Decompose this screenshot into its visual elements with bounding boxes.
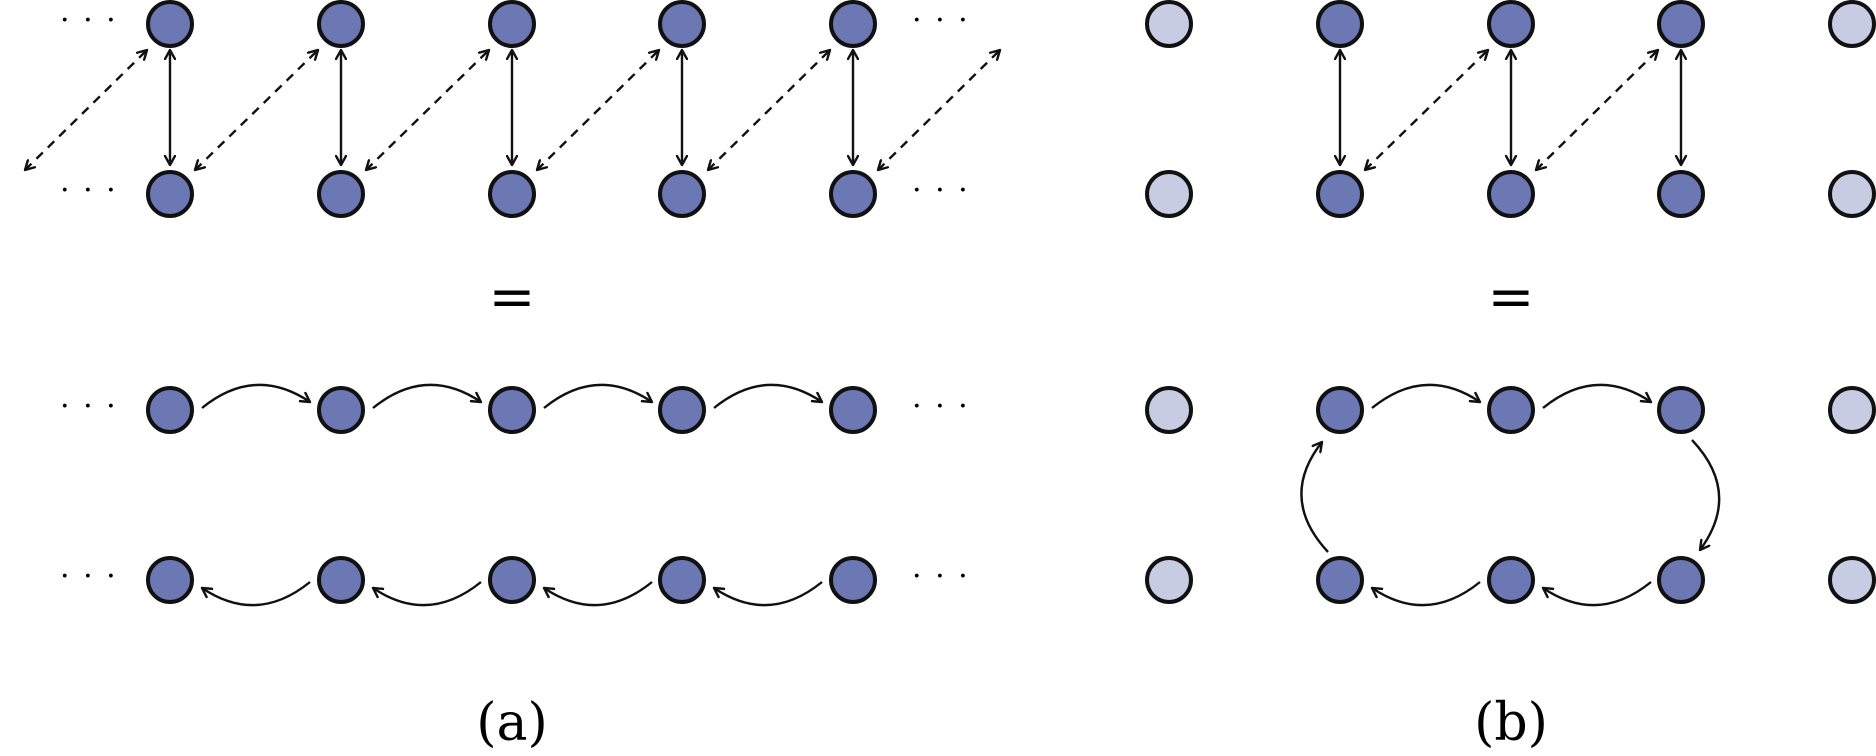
inactive-site-node	[1828, 386, 1876, 434]
ellipsis-a-top-right: · · ·	[912, 3, 970, 38]
inactive-site-node	[1145, 386, 1193, 434]
equals-sign-b: =	[1488, 265, 1535, 330]
loop-arrows-b	[1300, 383, 1721, 607]
curved-arrow-down	[1691, 439, 1721, 550]
nodes-a	[146, 0, 877, 604]
inactive-site-node	[1145, 170, 1193, 218]
site-node	[1487, 386, 1535, 434]
curved-arrow-right	[713, 383, 822, 409]
inactive-site-node	[1145, 0, 1193, 48]
curved-arrow-left	[373, 581, 482, 607]
diagonal-couplings-b	[1365, 50, 1658, 170]
ellipsis-a-chain2-right: · · ·	[912, 559, 970, 594]
curved-arrow-left	[202, 581, 311, 607]
site-node	[658, 170, 706, 218]
dashed-diagonal-arrow	[1365, 50, 1488, 170]
curved-arrow-right	[543, 383, 652, 409]
ellipsis-a-top-left: · · ·	[60, 3, 118, 38]
diagonal-couplings-a	[25, 50, 1000, 170]
inactive-site-node	[1828, 556, 1876, 604]
site-node	[317, 386, 365, 434]
site-node	[317, 170, 365, 218]
site-node	[146, 170, 194, 218]
vertical-couplings-a	[170, 50, 853, 165]
site-node	[658, 0, 706, 48]
site-node	[829, 556, 877, 604]
site-node	[1657, 0, 1705, 48]
site-node	[488, 170, 536, 218]
site-node	[1316, 170, 1364, 218]
site-node	[829, 386, 877, 434]
site-node	[1657, 170, 1705, 218]
panel-a: · · · · · · · · · · · · · · · · · · · · …	[25, 0, 1000, 753]
site-node	[146, 386, 194, 434]
site-node	[1316, 0, 1364, 48]
dashed-diagonal-arrow	[537, 50, 659, 170]
dashed-diagonal-arrow	[878, 50, 1000, 170]
curved-arrow-left	[1372, 581, 1481, 607]
dashed-diagonal-arrow	[708, 50, 830, 170]
panel-b: =	[1145, 0, 1876, 753]
site-node	[317, 556, 365, 604]
caption-a: (a)	[476, 693, 548, 753]
site-node	[317, 0, 365, 48]
site-node	[488, 556, 536, 604]
equals-sign-a: =	[489, 265, 536, 330]
site-node	[488, 0, 536, 48]
curved-arrow-right	[201, 383, 310, 409]
chain-bottom-arrows-a	[202, 581, 823, 607]
ellipsis-a-bottom-right: · · ·	[912, 173, 970, 208]
site-node	[1316, 556, 1364, 604]
curved-arrow-right	[1371, 383, 1480, 409]
inactive-site-node	[1145, 556, 1193, 604]
curved-arrow-right	[1542, 383, 1651, 409]
site-node	[1316, 386, 1364, 434]
site-node	[829, 170, 877, 218]
site-node	[1487, 556, 1535, 604]
ellipsis-a-chain1-left: · · ·	[60, 389, 118, 424]
site-node	[1487, 170, 1535, 218]
site-node	[1487, 0, 1535, 48]
vertical-couplings-b	[1340, 50, 1681, 165]
site-node	[488, 386, 536, 434]
ellipsis-a-chain1-right: · · ·	[912, 389, 970, 424]
chain-top-arrows-a	[201, 383, 822, 409]
site-node	[658, 386, 706, 434]
curved-arrow-left	[544, 581, 653, 607]
site-node	[146, 0, 194, 48]
curved-arrow-right	[372, 383, 481, 409]
inactive-site-node	[1828, 170, 1876, 218]
curved-arrow-up	[1300, 442, 1329, 553]
ellipsis-a-bottom-left: · · ·	[60, 173, 118, 208]
dashed-diagonal-arrow	[1536, 50, 1658, 170]
site-node	[1657, 556, 1705, 604]
site-node	[1657, 386, 1705, 434]
dashed-diagonal-arrow	[25, 50, 147, 170]
site-node	[658, 556, 706, 604]
curved-arrow-left	[1543, 581, 1652, 607]
dashed-diagonal-arrow	[195, 50, 318, 170]
curved-arrow-left	[714, 581, 823, 607]
site-node	[829, 0, 877, 48]
inactive-site-node	[1828, 0, 1876, 48]
site-node	[146, 556, 194, 604]
caption-b: (b)	[1474, 693, 1548, 753]
dashed-diagonal-arrow	[366, 50, 489, 170]
ellipsis-a-chain2-left: · · ·	[60, 559, 118, 594]
nodes-b	[1145, 0, 1876, 604]
